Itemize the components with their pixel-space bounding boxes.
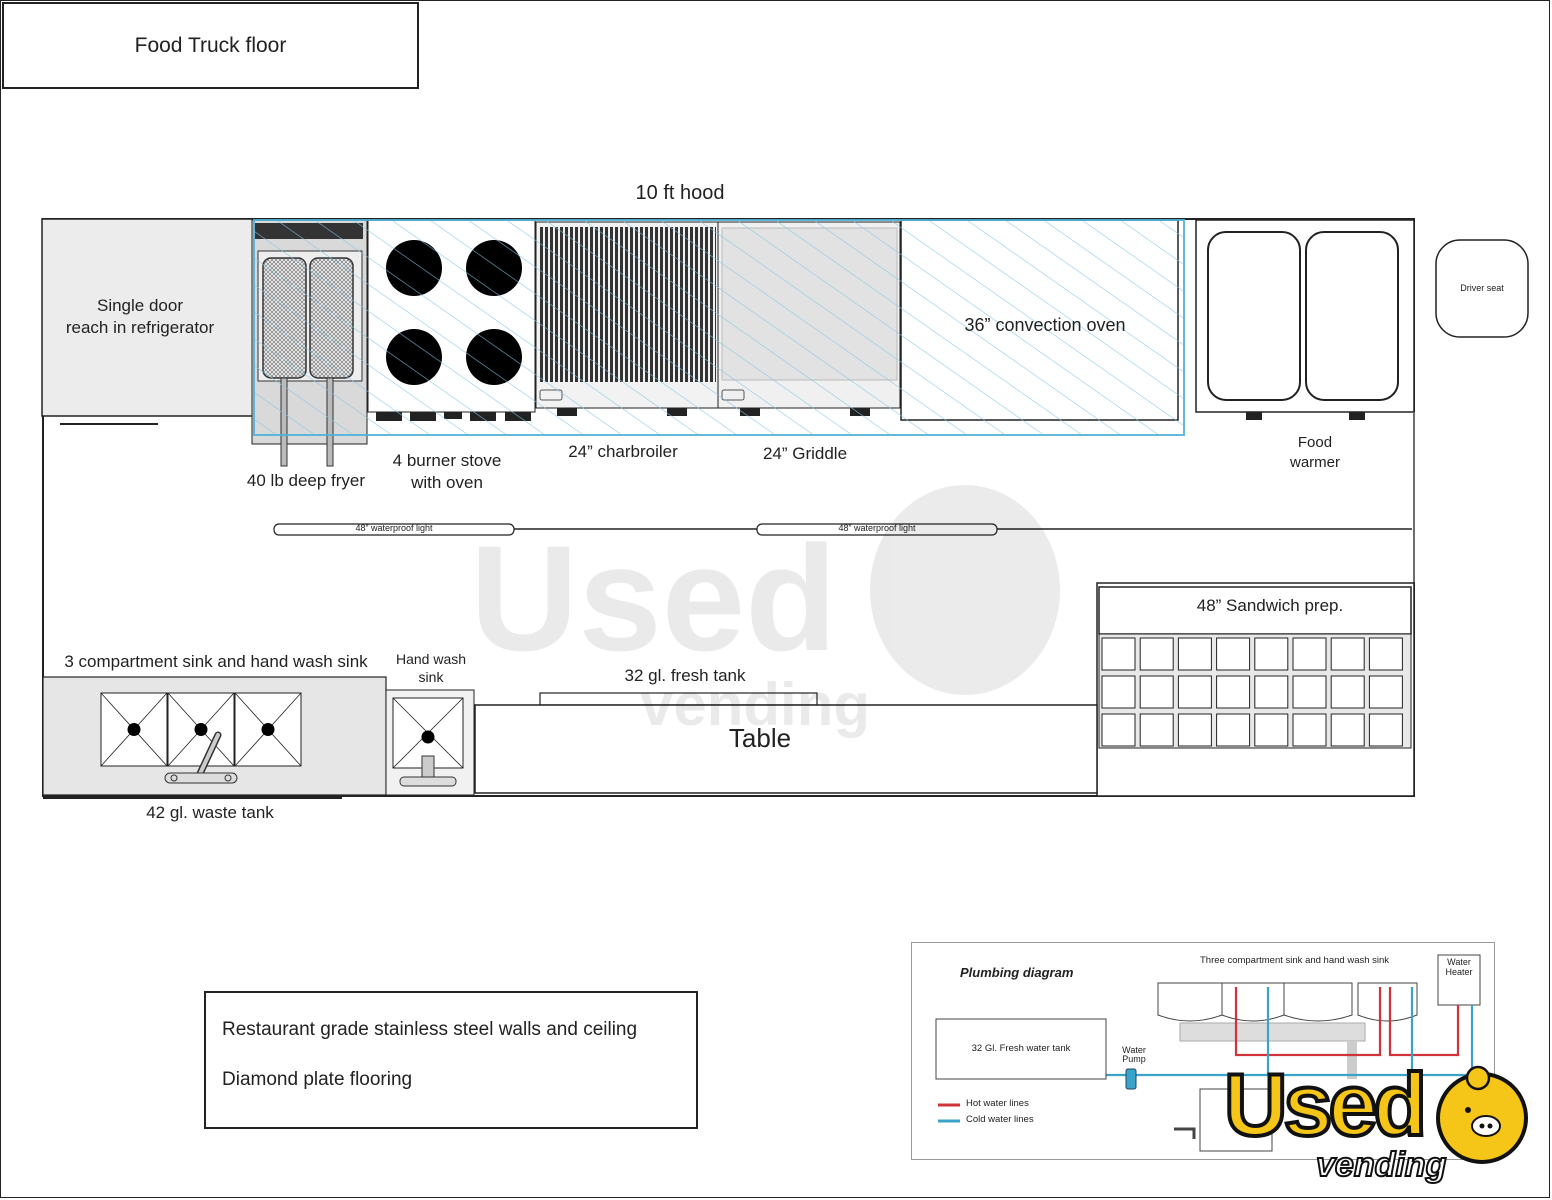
note-walls: Restaurant grade stainless steel walls a… — [222, 1019, 638, 1040]
prep-cell — [1330, 713, 1365, 747]
prep-cell — [1177, 713, 1212, 747]
fresh-tank-label: 32 gl. fresh tank — [624, 666, 746, 685]
page-title: Food Truck floor — [2, 2, 419, 89]
compartment-sink — [42, 676, 387, 799]
stove-label: 4 burner stove with oven — [392, 451, 502, 493]
logo-subtext: vending — [1315, 1145, 1447, 1185]
prep-cell — [1292, 675, 1327, 709]
driver-seat-label: Driver seat — [1460, 283, 1504, 293]
plumbing-title: Plumbing diagram — [960, 965, 1074, 980]
prep-cell — [1330, 675, 1365, 709]
food-warmer-label: Food warmer — [1289, 434, 1340, 471]
used-vending-logo: Used vending — [1222, 1053, 1534, 1192]
hand-wash-sink-unit — [385, 689, 475, 796]
prep-cell — [1368, 637, 1403, 671]
notes-box: Restaurant grade stainless steel walls a… — [204, 991, 698, 1129]
prep-cell — [1254, 675, 1289, 709]
watermark-logo: Used vending — [470, 485, 1060, 738]
charbroiler-label: 24” charbroiler — [568, 442, 678, 461]
logo-graphic — [1436, 1065, 1528, 1164]
prep-cell — [1139, 675, 1174, 709]
prep-cell — [1292, 637, 1327, 671]
fresh-water-tank-label: 32 Gl. Fresh water tank — [971, 1043, 1071, 1054]
prep-cell — [1139, 637, 1174, 671]
legend-cold: Cold water lines — [966, 1114, 1034, 1125]
prep-cell — [1101, 637, 1136, 671]
prep-cell — [1101, 675, 1136, 709]
prep-cell — [1177, 675, 1212, 709]
table — [474, 704, 1098, 794]
sandwich-prep-label: 48” Sandwich prep. — [1196, 596, 1344, 615]
driver-seat — [1435, 239, 1529, 338]
sink-faucet — [164, 731, 238, 784]
oven-label: 36” convection oven — [964, 315, 1126, 335]
sink-basin — [100, 692, 168, 767]
note-flooring: Diamond plate flooring — [222, 1069, 413, 1090]
fryer-label: 40 lb deep fryer — [246, 471, 366, 490]
prep-cell — [1368, 713, 1403, 747]
refrigerator-label: Single door reach in refrigerator — [65, 296, 215, 338]
waterproof-light-2 — [756, 523, 998, 536]
logo-text: Used — [1222, 1053, 1429, 1156]
food-warmer — [1195, 219, 1415, 420]
hood-label: 10 ft hood — [635, 182, 725, 204]
legend-hot: Hot water lines — [966, 1098, 1029, 1109]
svg-text:vending: vending — [640, 671, 870, 738]
prep-cell — [1330, 637, 1365, 671]
sink-basin — [167, 692, 235, 767]
waterproof-light-1 — [273, 523, 515, 536]
table-label: Table — [728, 723, 792, 753]
prep-cell — [1254, 713, 1289, 747]
prep-cell — [1177, 637, 1212, 671]
prep-cell — [1216, 675, 1251, 709]
prep-cell — [1254, 637, 1289, 671]
svg-text:Used: Used — [470, 514, 837, 682]
hand-wash-sink-label: Hand wash sink — [395, 651, 467, 686]
prep-cell — [1292, 713, 1327, 747]
griddle-label: 24” Griddle — [762, 444, 848, 463]
sink-basin — [234, 692, 302, 767]
water-heater-label: Water Heater — [1445, 957, 1473, 977]
prep-cell — [1216, 713, 1251, 747]
prep-cell — [1101, 713, 1136, 747]
hood — [253, 219, 1185, 436]
light-2-label: 48” waterproof light — [838, 523, 916, 533]
sandwich-prep — [1096, 582, 1415, 797]
plumbing-sink-label: Three compartment sink and hand wash sin… — [1200, 955, 1390, 966]
light-1-label: 48” waterproof light — [355, 523, 433, 533]
water-pump-label: Water Pump — [1122, 1045, 1146, 1064]
waste-tank-label: 42 gl. waste tank — [146, 803, 274, 822]
prep-cell — [1216, 637, 1251, 671]
prep-cell — [1368, 675, 1403, 709]
prep-cell — [1139, 713, 1174, 747]
compartment-sink-label: 3 compartment sink and hand wash sink — [64, 652, 368, 671]
